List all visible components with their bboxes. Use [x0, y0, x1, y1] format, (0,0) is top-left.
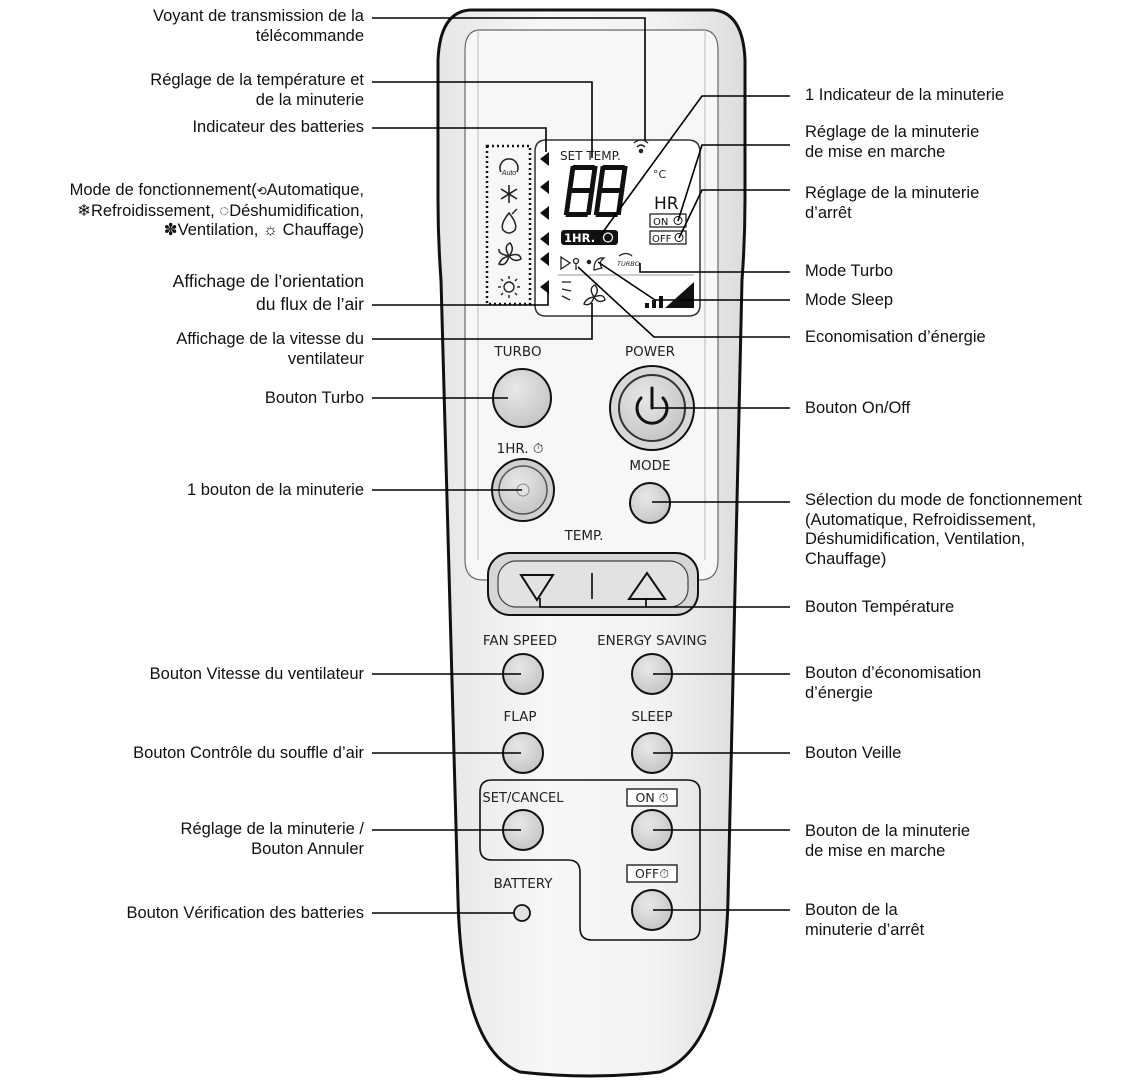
one-hr-tag: 1HR. [564, 231, 595, 245]
turbo-small-text: TURBO [617, 260, 640, 268]
turbo-label: TURBO [493, 344, 541, 360]
temp-label: TEMP. [564, 528, 604, 544]
label-onoff-button: Bouton On/Off [805, 399, 911, 417]
sun-icon-inline: ☼ [262, 221, 279, 239]
snowflake-icon-inline: ❄ [77, 201, 91, 220]
label-timer1-button: 1 bouton de la minuterie [186, 481, 364, 499]
label-fan-button: Bouton Vitesse du ventilateur [149, 665, 364, 683]
label-eco: Economisation d’énergie [805, 328, 986, 346]
on-tag: ON [653, 217, 668, 228]
turbo-small-icon: TURBO [617, 252, 640, 268]
label-flap-button: Bouton Contrôle du souffle d’air [133, 744, 364, 762]
label-battery-button: Bouton Vérification des batteries [126, 904, 364, 922]
snowflake-icon [500, 185, 518, 203]
droplet-icon-inline: ◌ [219, 201, 230, 220]
sleep-icon [586, 257, 606, 271]
mode-label: MODE [629, 458, 670, 474]
set-temp-label: SET TEMP. [560, 149, 621, 163]
label-sleep-mode: Mode Sleep [805, 291, 894, 309]
label-battery-indicator: Indicateur des batteries [192, 118, 364, 136]
off-timer-tag-box [626, 864, 678, 883]
battery-button[interactable] [513, 904, 531, 922]
fan-speed-bars [645, 282, 694, 308]
temp-digits [563, 165, 628, 217]
off-tag: OFF [652, 234, 672, 245]
on-tag-box [649, 213, 687, 228]
off-clock-icon [674, 233, 684, 242]
lcd-fan-icon [583, 284, 606, 306]
label-temp-button: Bouton Température [805, 598, 955, 616]
battery-label: BATTERY [494, 876, 554, 892]
flap-label: FLAP [504, 709, 537, 725]
celsius-label: °C [653, 168, 667, 181]
set-cancel-label: SET/CANCEL [482, 791, 564, 806]
one-hr-clock-icon [602, 232, 614, 243]
droplet-icon [501, 208, 518, 234]
timer-group-outline [479, 779, 701, 941]
leader-lines [372, 17, 790, 914]
one-hr-badge [561, 230, 618, 245]
label-mode-op: Mode de fonctionnement(⟲Automatique, ❄Re… [69, 181, 364, 239]
power-icon [635, 386, 669, 425]
off-timer-label: OFF⏱ [635, 866, 669, 881]
sleep-label: SLEEP [631, 709, 672, 725]
fan-icon [498, 242, 522, 266]
mode-icon-box [485, 144, 532, 306]
energy-saving-label: ENERGY SAVING [597, 633, 707, 649]
transmission-icon [633, 139, 649, 154]
on-timer-tag-box [626, 788, 678, 807]
one-hr-label: 1HR. ⏱ [497, 441, 544, 457]
label-sleep-button: Bouton Veille [805, 744, 902, 762]
temp-up-button[interactable] [627, 571, 667, 600]
hr-label: HR [654, 194, 679, 214]
power-label: POWER [625, 344, 675, 360]
fan-speed-label: FAN SPEED [483, 633, 557, 649]
fan-icon-inline: ✽ [163, 221, 178, 239]
mode-indicator-arrows [540, 152, 549, 294]
sun-icon [498, 276, 520, 298]
svg-text:Auto: Auto [501, 170, 517, 177]
airflow-icon [561, 281, 572, 301]
on-clock-icon [673, 216, 683, 225]
auto-icon-inline: ⟲ [256, 184, 267, 198]
eco-icon [560, 255, 580, 271]
label-mode-selection: Sélection du mode de fonctionnement(Auto… [805, 491, 1083, 568]
on-timer-label: ON ⏱ [636, 790, 669, 805]
label-timer1-indicator: 1 Indicateur de la minuterie [805, 86, 1005, 104]
temp-down-button[interactable] [519, 574, 555, 602]
label-turbo-mode: Mode Turbo [805, 262, 894, 280]
auto-icon: Auto [499, 158, 519, 177]
label-set-cancel: Réglage de la minuterie /Bouton Annuler [180, 820, 364, 858]
mode-button[interactable] [629, 482, 671, 524]
label-turbo-button: Bouton Turbo [264, 389, 364, 407]
